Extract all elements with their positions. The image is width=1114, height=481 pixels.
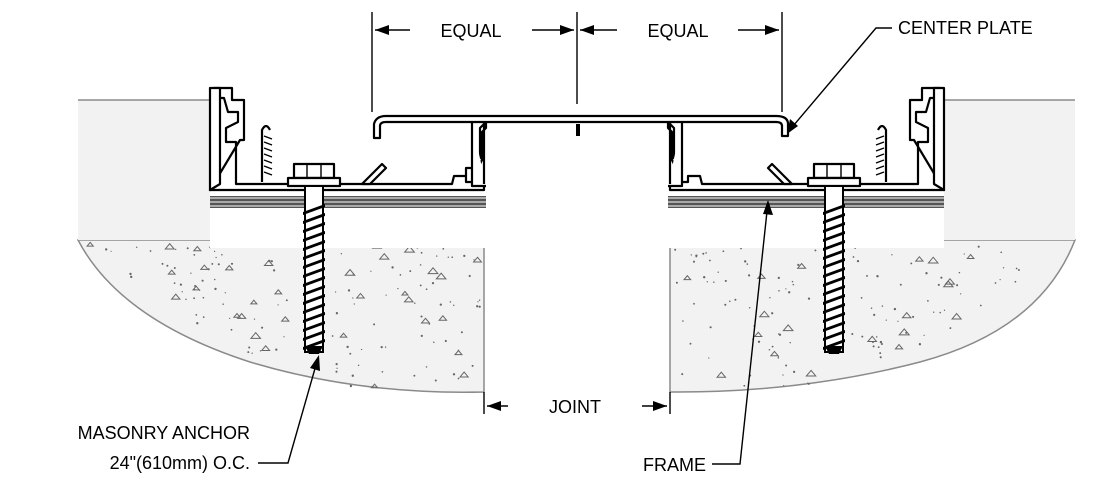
right-frame-extrusion — [666, 86, 946, 192]
equal-right-label: EQUAL — [647, 21, 708, 41]
right-blockout — [668, 236, 944, 248]
left-masonry-anchor — [286, 162, 342, 354]
center-plate — [372, 114, 790, 188]
left-frame-extrusion — [208, 86, 488, 192]
right-masonry-anchor — [806, 162, 862, 354]
anchor-label-line1: MASONRY ANCHOR — [78, 423, 250, 443]
left-concrete-slab — [76, 239, 485, 393]
left-blockout — [210, 236, 486, 248]
concrete-aggregate — [78, 99, 1075, 389]
frame-label: FRAME — [643, 455, 706, 475]
joint-label: JOINT — [549, 397, 601, 417]
left-bedding-layer — [210, 196, 486, 208]
anchor-label-line2: 24"(610mm) O.C. — [110, 453, 250, 473]
equal-left-label: EQUAL — [440, 21, 501, 41]
center-plate-leader — [787, 27, 892, 134]
equal-dimension — [371, 12, 783, 112]
frame-leader — [712, 200, 773, 465]
joint-dimension — [483, 392, 671, 414]
right-bedding-layer — [668, 196, 944, 208]
anchor-leader — [258, 355, 320, 464]
right-concrete-slab — [669, 239, 1077, 393]
center-plate-label: CENTER PLATE — [898, 18, 1033, 38]
